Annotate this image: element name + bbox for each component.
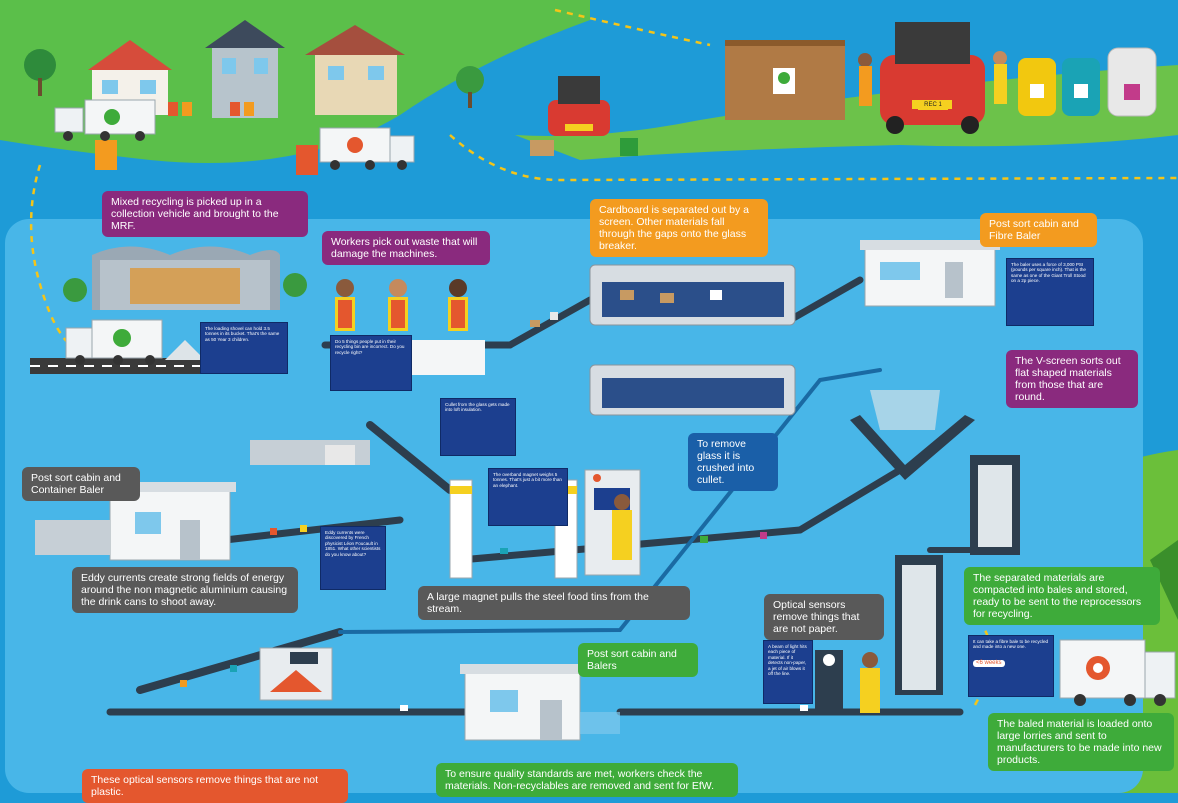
glass-bunkers — [250, 440, 370, 465]
red-car-small — [530, 76, 638, 156]
callout-optical-plastic: These optical sensors remove things that… — [82, 769, 348, 803]
fact-panel-bale-time: It can take a fibre bale to be recycled … — [968, 635, 1054, 697]
fact-panel-electromagnet: The overband magnet weighs 5 tonnes. Tha… — [488, 468, 568, 526]
trees-top — [24, 49, 484, 108]
optical-sensor-paper — [815, 650, 843, 710]
waste-pile — [165, 340, 205, 360]
workers-picking — [335, 279, 485, 375]
fact-panel-eddy: Eddy currents were discovered by French … — [320, 526, 386, 590]
container-baler-cabin — [35, 482, 236, 561]
right-hill — [1040, 450, 1178, 793]
route-line-right — [449, 134, 1178, 182]
fibre-baler-cabin — [860, 240, 1000, 307]
callout-eddy: Eddy currents create strong fields of en… — [72, 567, 298, 613]
car-number-plate: REC 1 — [918, 100, 948, 110]
glass-breaker-screen — [589, 364, 796, 416]
exit-lorry — [1059, 639, 1176, 706]
callout-magnet: A large magnet pulls the steel food tins… — [418, 586, 690, 620]
fact-panel-baler-force: The baler uses a force of 3,000 PSI (pou… — [1006, 258, 1094, 326]
balers-cabin — [460, 664, 620, 741]
callout-collection: Mixed recycling is picked up in a collec… — [102, 191, 308, 237]
conveyors — [106, 276, 1003, 716]
callout-workers: Workers pick out waste that will damage … — [322, 231, 490, 265]
callout-vscreen: The V-screen sorts out flat shaped mater… — [1006, 350, 1138, 408]
wheelie-bins — [95, 102, 318, 175]
paper-chute — [970, 455, 1020, 555]
callout-baled-lorries: The baled material is loaded onto large … — [988, 713, 1174, 771]
callout-balers-cabin: Post sort cabin and Balers — [578, 643, 698, 677]
tree-mass — [1150, 540, 1178, 620]
paper-optical-chute — [895, 555, 943, 695]
recycling-banks — [1018, 47, 1157, 117]
worker-paper — [860, 652, 880, 713]
fact-panel-cullet: Cullet from the glass gets made into lof… — [440, 398, 516, 456]
optical-sensor-plastic — [259, 647, 333, 701]
mrf-building — [63, 246, 307, 310]
recycling-centre-land — [515, 65, 1178, 160]
collection-lorry-top-left — [54, 99, 156, 141]
callout-fibre-cabin: Post sort cabin and Fibre Baler — [980, 213, 1097, 247]
callout-glass: To remove glass it is crushed into culle… — [688, 433, 778, 491]
bale-time-text: It can take a fibre bale to be recycled … — [973, 639, 1049, 650]
callout-cardboard: Cardboard is separated out by a screen. … — [590, 199, 768, 257]
recycling-centre-shed — [725, 40, 845, 120]
callout-compacted: The separated materials are compacted in… — [964, 567, 1160, 625]
people-recycling-centre — [858, 51, 1007, 106]
worker-control — [612, 494, 632, 560]
bale-time-badge: <6 weeks — [973, 659, 1005, 668]
fact-panel-things: Do 5 things people put in their recyclin… — [330, 335, 412, 391]
collection-lorry-arriving — [65, 319, 163, 365]
callout-optical-paper: Optical sensors remove things that are n… — [764, 594, 884, 640]
disc-screen-upper — [589, 264, 796, 326]
callout-container-cabin: Post sort cabin and Container Baler — [22, 467, 140, 501]
callout-quality: To ensure quality standards are met, wor… — [436, 763, 738, 797]
v-screen — [850, 390, 975, 480]
red-car-large — [880, 22, 985, 134]
route-line-collection — [29, 164, 71, 346]
collection-lorry-top-middle — [319, 127, 415, 170]
fact-panel-light-beam: A beam of light hits each piece of mater… — [763, 640, 813, 704]
fact-panel-loading: The loading shovel can hold 3.5 tonnes i… — [200, 322, 288, 374]
